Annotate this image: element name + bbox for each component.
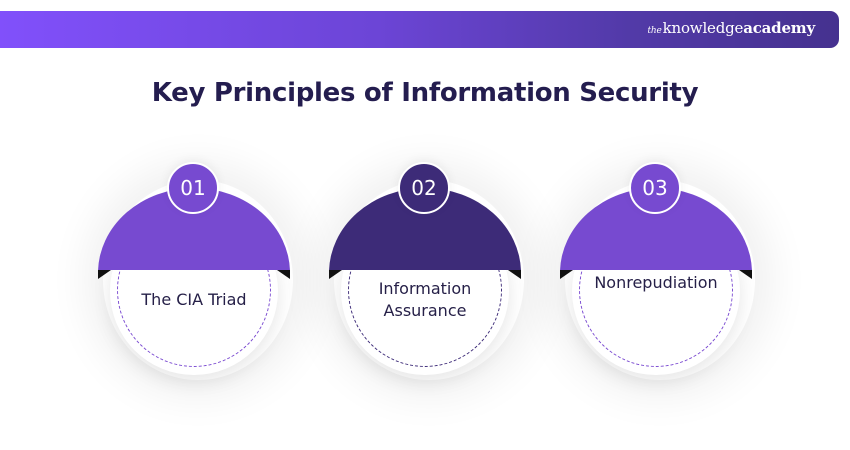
principle-card-1: The CIA Triad 01 (83, 140, 313, 400)
number-badge: 03 (629, 162, 681, 214)
fold-left (329, 270, 342, 279)
number-badge: 01 (167, 162, 219, 214)
fold-right (508, 270, 521, 279)
principle-card-3: Nonrepudiation 03 (545, 140, 775, 400)
principle-label: The CIA Triad (141, 290, 247, 309)
principle-label: Information Assurance (378, 279, 472, 320)
header-banner: theknowledgeacademy (0, 11, 839, 48)
number-badge: 02 (398, 162, 450, 214)
brand-word-academy: academy (743, 19, 815, 37)
principle-label: Nonrepudiation (594, 273, 718, 292)
brand-logo: theknowledgeacademy (647, 19, 815, 37)
fold-left (560, 270, 573, 279)
principle-card-2: Information Assurance 02 (314, 140, 544, 400)
page-title: Key Principles of Information Security (151, 78, 699, 108)
fold-right (277, 270, 290, 279)
brand-prefix: the (647, 26, 662, 36)
fold-left (98, 270, 111, 279)
fold-right (739, 270, 752, 279)
brand-word-knowledge: knowledge (662, 19, 744, 37)
